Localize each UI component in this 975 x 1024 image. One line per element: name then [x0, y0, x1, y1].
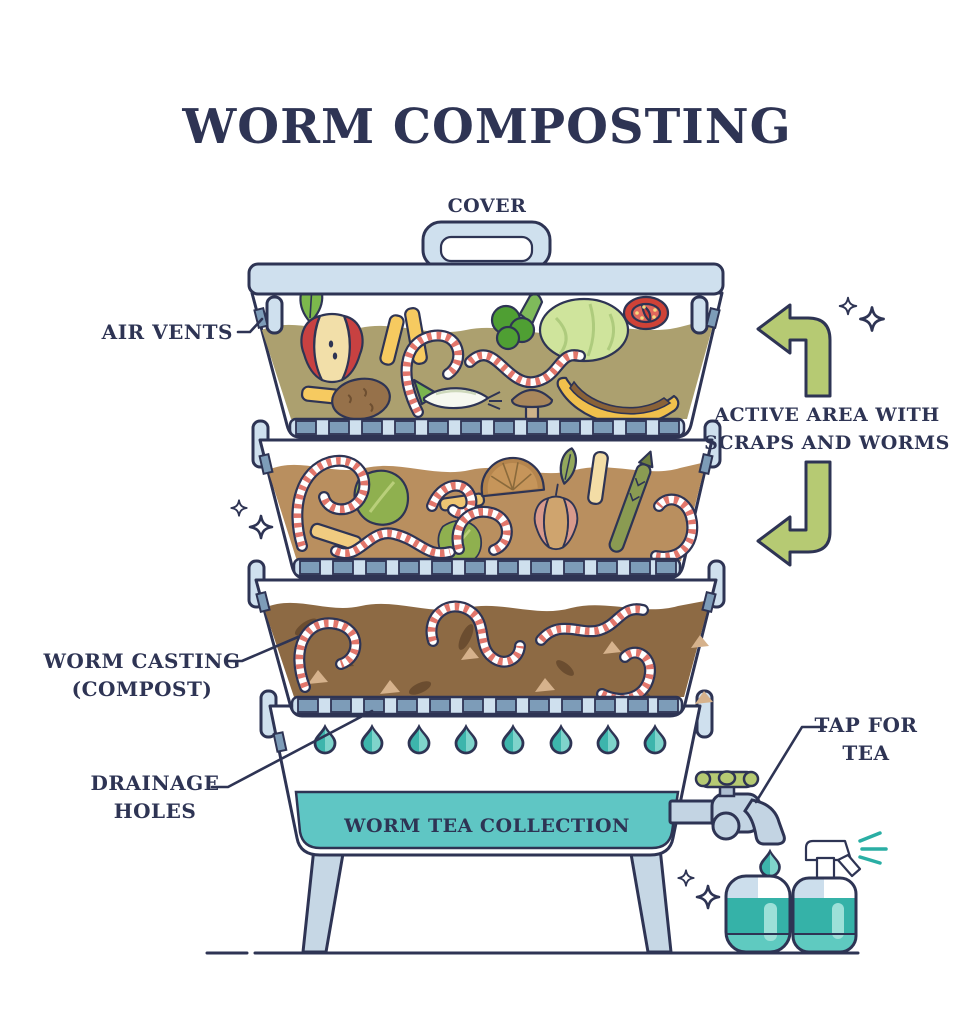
- lettuce-icon: [538, 297, 630, 363]
- jar-bottle-icon: [724, 874, 792, 954]
- stand-legs: [301, 846, 673, 954]
- worm-tea-liquid: [294, 790, 680, 850]
- mushroom-icon: [510, 388, 554, 423]
- drainage-holes-callout: DRAINAGE HOLES: [91, 709, 374, 823]
- worm-casting-callout: WORM CASTING (COMPOST): [42, 635, 300, 701]
- collection-bin: WORM TEA COLLECTION: [259, 689, 714, 857]
- tomato-icon: [622, 295, 670, 331]
- apple-core-icon: [300, 312, 364, 384]
- apple-core-faded-icon: [533, 483, 579, 551]
- cover-label: COVER: [448, 195, 527, 217]
- tap-icon: [668, 770, 786, 878]
- drainage-label-line1: DRAINAGE: [91, 771, 220, 795]
- tap-droplet-icon: [759, 850, 781, 878]
- spring-onion-icon: [412, 378, 502, 410]
- drainage-label-line2: HOLES: [114, 799, 197, 823]
- active-area-label-line1: ACTIVE AREA WITH: [713, 404, 939, 426]
- tier-active-lower: [251, 419, 722, 580]
- cover-lid: [247, 220, 725, 296]
- broccoli-icon: [490, 292, 544, 351]
- worm-casting-label-line1: WORM CASTING: [42, 649, 240, 673]
- banana-icon: [556, 376, 680, 426]
- spray-bottle-icon: [791, 831, 888, 954]
- asparagus-icon: [608, 450, 654, 553]
- tap-label-line1: TAP FOR: [814, 713, 917, 737]
- curved-arrow-down-icon: [756, 460, 832, 567]
- page-title: WORM COMPOSTING: [181, 99, 791, 155]
- citrus-slice-icon: [480, 456, 546, 498]
- spray-lines-icon: [858, 831, 888, 865]
- air-vents-callout: AIR VENTS: [101, 317, 264, 344]
- worm-tea-label: WORM TEA COLLECTION: [343, 815, 630, 837]
- air-vents-label: AIR VENTS: [101, 320, 233, 344]
- tap-for-tea-callout: TAP FOR TEA: [754, 713, 917, 804]
- worm-casting-label-line2: (COMPOST): [72, 677, 213, 701]
- leaf-icon: [559, 447, 577, 485]
- tap-label-line2: TEA: [842, 741, 889, 765]
- tier-active-top: [250, 278, 724, 439]
- tier-castings: [247, 559, 726, 718]
- active-area-callout: ACTIVE AREA WITH SCRAPS AND WORMS: [704, 303, 950, 567]
- active-area-label-line2: SCRAPS AND WORMS: [704, 432, 950, 454]
- curved-arrow-up-icon: [756, 303, 832, 398]
